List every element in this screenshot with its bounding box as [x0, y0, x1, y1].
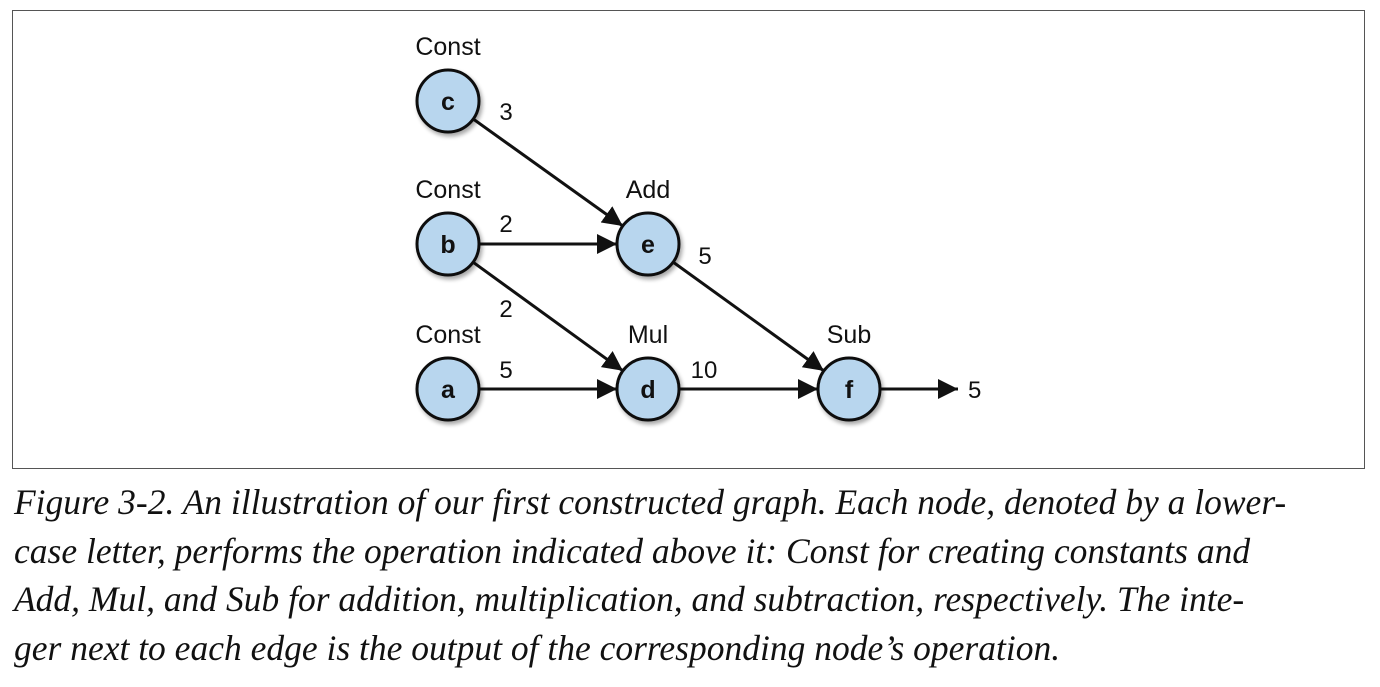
- caption-line: Figure 3-2. An illustration of our first…: [14, 482, 1287, 522]
- node-op-label: Const: [415, 176, 480, 204]
- node-op-label: Const: [415, 33, 480, 61]
- node-c: c Const: [415, 33, 481, 134]
- node-circle: [816, 356, 882, 422]
- caption-line: case letter, performs the operation indi…: [14, 530, 1251, 571]
- node-op-label: Mul: [628, 321, 668, 349]
- node-op-label: Const: [415, 321, 480, 349]
- node-letter: c: [441, 88, 455, 116]
- figure-frame: [12, 10, 1365, 469]
- node-letter: d: [640, 376, 655, 404]
- edge-c-e: [472, 117, 624, 228]
- edge-value-label: 2: [499, 296, 512, 323]
- node-f: f Sub: [816, 321, 882, 422]
- node-b: b Const: [415, 176, 481, 277]
- node-circle: [615, 356, 681, 422]
- node-d: d Mul: [615, 321, 681, 422]
- caption-line: ger next to each edge is the output of t…: [14, 627, 1061, 668]
- node-circle: [415, 68, 481, 134]
- node-letter: b: [440, 231, 455, 259]
- node-circle: [415, 356, 481, 422]
- edge-e-f: [672, 260, 825, 373]
- edge-value-label: 5: [968, 377, 981, 404]
- edge-b-d: [472, 260, 624, 373]
- node-e: e Add: [615, 176, 681, 277]
- node-letter: a: [441, 376, 456, 404]
- node-circle: [415, 211, 481, 277]
- edge-value-label: 5: [499, 357, 512, 384]
- caption-line: Add, Mul, and Sub for addition, multipli…: [14, 579, 1245, 619]
- node-letter: e: [641, 231, 655, 259]
- node-letter: f: [845, 376, 854, 404]
- node-circle: [615, 211, 681, 277]
- edge-value-label: 2: [499, 211, 512, 238]
- edge-value-label: 3: [499, 99, 512, 126]
- node-a: a Const: [415, 321, 481, 422]
- node-op-label: Add: [626, 176, 670, 204]
- figure-caption: Figure 3-2. An illustration of our first…: [14, 478, 1370, 672]
- node-op-label: Sub: [827, 321, 871, 349]
- edge-value-label: 10: [691, 357, 718, 384]
- edge-value-label: 5: [698, 243, 711, 270]
